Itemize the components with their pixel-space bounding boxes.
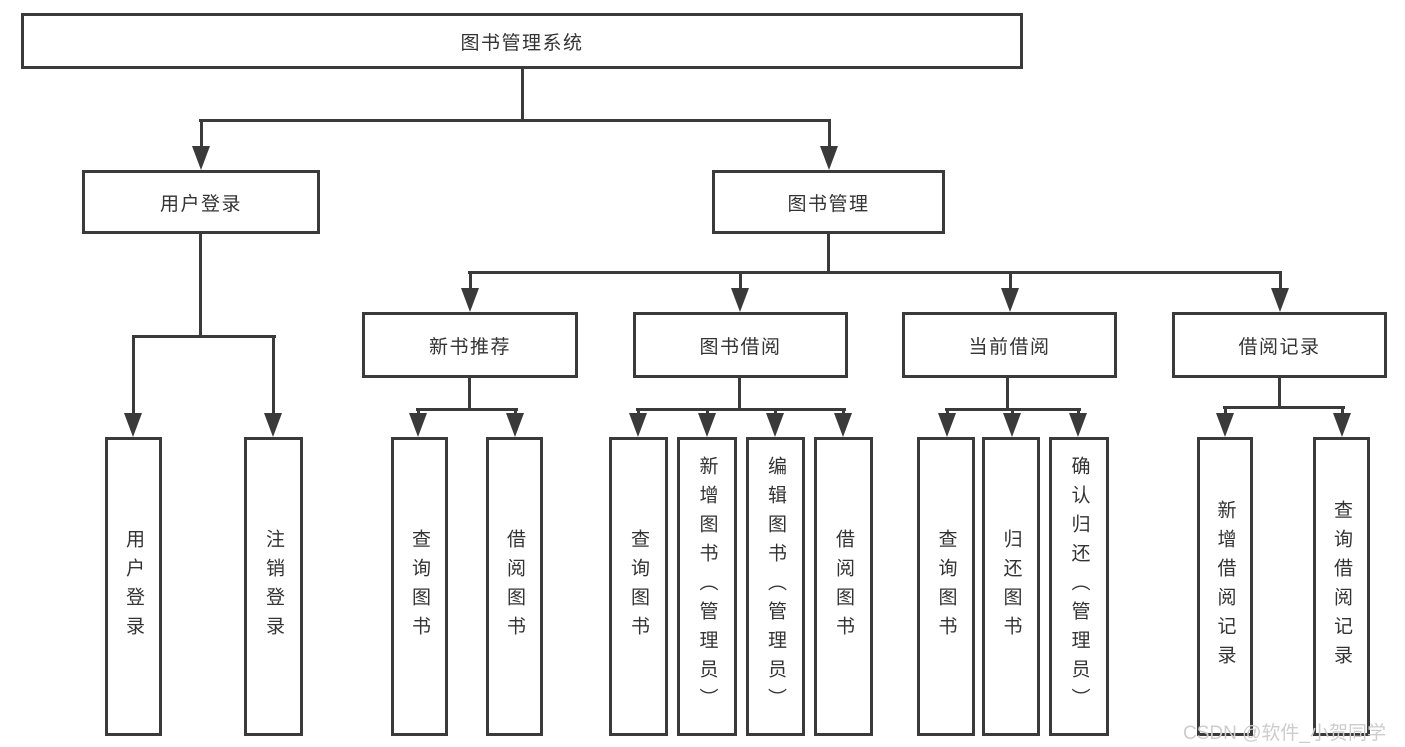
node-book-management: 图书管理: [712, 170, 945, 234]
connector-current-borrowing-stem: [1006, 378, 1009, 408]
node-current-borrowing: 当前借阅: [902, 312, 1117, 378]
arrow-to-leaf-query-books-recommend: [409, 408, 427, 437]
leaf-query-books-current: 查询图书: [917, 437, 975, 736]
leaf-return-books: 归还图书: [982, 437, 1040, 736]
connector-borrowing-records-stem: [1278, 378, 1281, 406]
leaf-label: 借阅图书: [504, 528, 525, 645]
connector-root-branch: [199, 119, 831, 122]
arrow-to-leaf-query-books-current: [938, 408, 956, 437]
node-library-management-system: 图书管理系统: [21, 13, 1023, 69]
arrowhead-icon: [820, 146, 838, 170]
arrow-to-borrowing-records: [1271, 271, 1289, 312]
connector-book-borrowing-stem: [738, 378, 741, 408]
leaf-label: 注销登录: [263, 528, 284, 645]
leaf-label: 查询图书: [628, 528, 649, 645]
leaf-add-borrow-record: 新增借阅记录: [1197, 437, 1253, 736]
arrow-to-leaf-edit-books-admin: [766, 408, 784, 437]
arrowhead-icon: [1333, 413, 1351, 437]
connector-user-login-branch: [132, 335, 276, 338]
leaf-add-books-admin: 新增图书（管理员）: [677, 437, 737, 736]
arrowhead-icon: [731, 288, 749, 312]
node-label: 图书管理系统: [460, 32, 584, 54]
connector-book-borrowing-branch: [636, 408, 846, 411]
arrow-to-leaf-confirm-return-admin: [1069, 408, 1087, 437]
node-label: 当前借阅: [968, 336, 1051, 358]
node-borrowing-records: 借阅记录: [1172, 312, 1387, 378]
arrow-to-leaf-logout: [264, 335, 282, 437]
arrowhead-icon: [461, 288, 479, 312]
connector-new-book-recommendation-stem: [468, 378, 471, 408]
arrow-to-leaf-user-login: [124, 335, 142, 437]
arrow-to-book-borrowing: [731, 271, 749, 312]
node-label: 借阅记录: [1238, 336, 1321, 358]
leaf-label: 用户登录: [123, 528, 144, 645]
arrowhead-icon: [938, 413, 956, 437]
leaf-label: 新增图书（管理员）: [696, 456, 718, 717]
arrowhead-icon: [192, 146, 210, 170]
leaf-label: 借阅图书: [833, 528, 854, 645]
leaf-label: 查询图书: [409, 528, 430, 645]
leaf-confirm-return-admin: 确认归还（管理员）: [1049, 437, 1109, 736]
arrow-to-current-borrowing: [1001, 271, 1019, 312]
connector-root-stem: [521, 69, 524, 119]
arrow-to-leaf-add-borrow-record: [1216, 406, 1234, 437]
arrowhead-icon: [1216, 413, 1234, 437]
arrow-to-user-login: [192, 119, 210, 170]
arrowhead-icon: [629, 413, 647, 437]
leaf-query-borrow-record: 查询借阅记录: [1313, 437, 1370, 736]
arrowhead-icon: [506, 413, 524, 437]
arrow-to-leaf-query-books-borrowing: [629, 408, 647, 437]
leaf-label: 编辑图书（管理员）: [765, 456, 786, 717]
arrow-to-leaf-borrow-books-recommend: [506, 408, 524, 437]
leaf-label: 查询图书: [935, 528, 957, 645]
connector-user-login-stem: [199, 234, 202, 335]
arrowhead-icon: [698, 413, 716, 437]
arrowhead-icon: [124, 413, 142, 437]
arrowhead-icon: [409, 413, 427, 437]
connector-borrowing-records-branch: [1223, 406, 1345, 409]
node-new-book-recommendation: 新书推荐: [362, 312, 578, 378]
leaf-query-books-recommend: 查询图书: [391, 437, 448, 736]
node-user-login: 用户登录: [82, 170, 320, 234]
leaf-logout: 注销登录: [244, 437, 303, 736]
arrow-to-new-book-recommendation: [461, 271, 479, 312]
leaf-label: 新增借阅记录: [1214, 499, 1236, 674]
leaf-borrow-books-recommend: 借阅图书: [486, 437, 543, 736]
watermark: CSDN @软件_小贺同学: [1183, 723, 1386, 744]
arrow-to-book-management: [820, 119, 838, 170]
arrow-to-leaf-return-books: [1003, 408, 1021, 437]
leaf-label: 确认归还（管理员）: [1068, 456, 1090, 717]
arrowhead-icon: [264, 413, 282, 437]
leaf-edit-books-admin: 编辑图书（管理员）: [746, 437, 805, 736]
arrow-to-leaf-add-books-admin: [698, 408, 716, 437]
connector-book-management-stem: [827, 234, 830, 271]
connector-new-book-recommendation-branch: [416, 408, 518, 411]
leaf-user-login: 用户登录: [105, 437, 162, 736]
node-label: 新书推荐: [428, 336, 511, 358]
node-label: 图书管理: [787, 193, 870, 215]
leaf-label: 查询借阅记录: [1331, 499, 1352, 674]
connector-book-management-branch: [468, 271, 1282, 274]
arrow-to-leaf-query-borrow-record: [1333, 406, 1351, 437]
arrowhead-icon: [1069, 413, 1087, 437]
node-label: 用户登录: [159, 193, 242, 215]
arrowhead-icon: [766, 413, 784, 437]
leaf-borrow-books-borrowing: 借阅图书: [814, 437, 873, 736]
arrowhead-icon: [834, 413, 852, 437]
arrowhead-icon: [1003, 413, 1021, 437]
arrowhead-icon: [1001, 288, 1019, 312]
node-book-borrowing: 图书借阅: [633, 312, 848, 378]
arrowhead-icon: [1271, 288, 1289, 312]
node-label: 图书借阅: [699, 336, 782, 358]
leaf-query-books-borrowing: 查询图书: [609, 437, 668, 736]
arrow-to-leaf-borrow-books-borrowing: [834, 408, 852, 437]
leaf-label: 归还图书: [1000, 528, 1022, 645]
